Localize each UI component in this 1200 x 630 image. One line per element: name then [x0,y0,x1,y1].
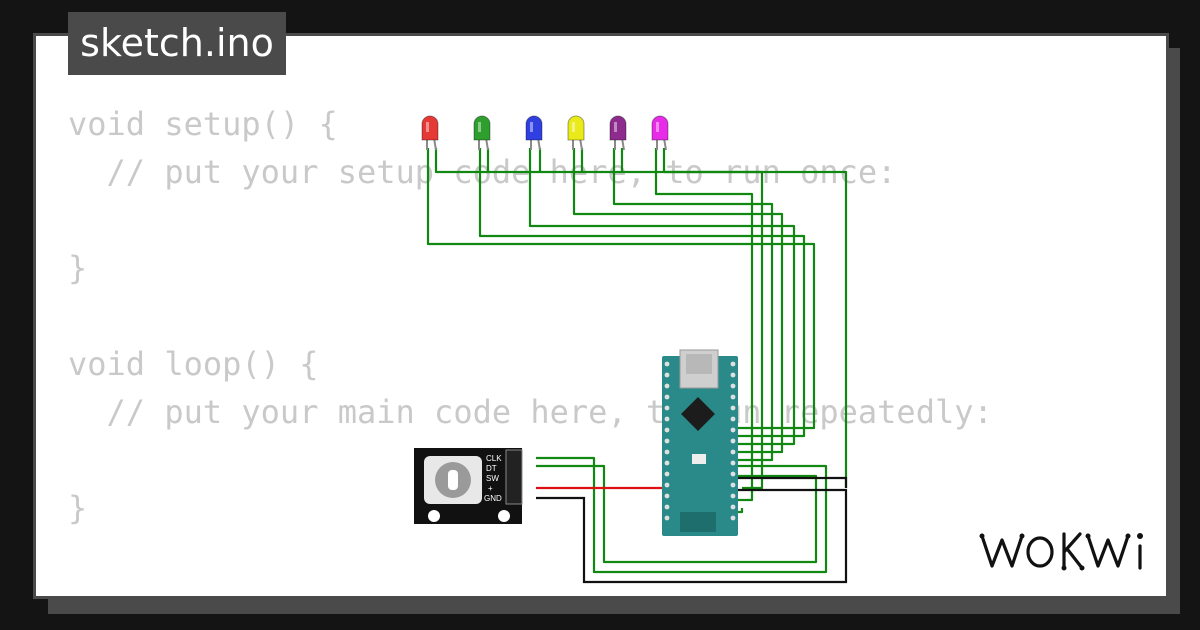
pin-label-clk: CLK [486,454,502,463]
pin-label-dt: DT [486,464,497,473]
led-blue-icon[interactable] [525,115,543,151]
nano-pin[interactable] [730,438,736,444]
nano-pin[interactable] [730,504,736,510]
nano-pin[interactable] [664,449,670,455]
led-purple-icon[interactable] [609,115,627,151]
nano-pin[interactable] [730,416,736,422]
led-highlight [530,122,533,132]
led-body [651,115,669,141]
nano-pin[interactable] [730,405,736,411]
nano-pin[interactable] [730,493,736,499]
led-yellow-icon[interactable] [567,115,585,151]
nano-pin[interactable] [664,460,670,466]
nano-pin[interactable] [730,482,736,488]
led-body [609,115,627,141]
nano-pin[interactable] [664,361,670,367]
code-line: void setup() { [68,105,338,143]
led-green-icon[interactable] [473,115,491,151]
nano-pin[interactable] [730,372,736,378]
nano-pin-rows [664,361,736,521]
led-highlight [656,122,659,132]
nano-pin[interactable] [664,416,670,422]
mount-hole-icon [428,510,440,522]
wire [536,464,818,564]
icsp-header-icon [680,512,716,532]
mount-hole-icon [498,510,510,522]
chip-icon [681,397,715,431]
nano-pin[interactable] [664,427,670,433]
led-highlight [614,122,617,132]
led-red-icon[interactable] [421,115,439,151]
nano-pin[interactable] [664,394,670,400]
led-body [567,115,585,141]
nano-pin[interactable] [730,361,736,367]
led-body [421,115,439,141]
wire [528,148,796,446]
led-body [525,115,543,141]
code-line: void loop() { [68,345,319,383]
file-name-tab[interactable]: sketch.ino [68,12,286,75]
pin-label-sw: SW [486,474,499,483]
arduino-nano[interactable] [662,349,738,536]
nano-pin[interactable] [730,471,736,477]
project-card[interactable] [33,33,1169,599]
led-body [473,115,491,141]
code-line: } [68,249,88,287]
led-highlight [426,122,429,132]
gnd-wire [536,476,848,584]
wire [662,148,848,488]
nano-pin[interactable] [730,515,736,521]
rotary-encoder[interactable]: CLK DT SW + GND [414,448,523,524]
reset-button-icon [692,454,706,464]
nano-pin[interactable] [730,383,736,389]
wire [536,456,828,574]
usb-port-icon [686,354,712,374]
nano-pin[interactable] [730,449,736,455]
code-line: } [68,489,88,527]
pin-label-gnd: GND [484,494,502,503]
wire [426,148,816,430]
pin-label-vcc: + [488,484,493,493]
nano-pin[interactable] [664,482,670,488]
nano-pin[interactable] [664,515,670,521]
led-highlight [572,122,575,132]
nano-board [662,356,738,536]
led-highlight [478,122,481,132]
nano-pin[interactable] [664,471,670,477]
wokwi-logo [979,532,1143,571]
nano-pin[interactable] [664,504,670,510]
wire [572,148,784,454]
nano-pin[interactable] [730,394,736,400]
encoder-shaft-icon [448,470,458,490]
nano-pin[interactable] [664,372,670,378]
led-magenta-icon[interactable] [651,115,669,151]
nano-pin[interactable] [664,438,670,444]
nano-pin[interactable] [730,427,736,433]
wire [612,148,774,462]
led-row [421,115,669,151]
nano-pin[interactable] [664,405,670,411]
nano-pin[interactable] [730,460,736,466]
wire [654,148,754,502]
nano-pin[interactable] [664,493,670,499]
wire [478,148,806,438]
pin-header-icon [505,449,523,505]
nano-pin[interactable] [664,383,670,389]
led-wires [426,148,848,574]
